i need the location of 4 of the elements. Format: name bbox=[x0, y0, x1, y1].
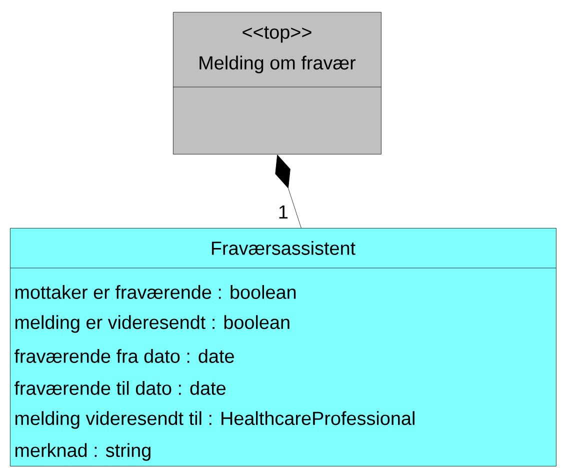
multiplicity-label: 1 bbox=[279, 206, 288, 218]
composition-connector bbox=[275, 154, 302, 228]
class-box: Fraværsassistent mottaker er fraværende : boolean melding er videresendt : boolean fraværende fra dato : date fraværende til dato : date melding videresendt til : HealthcareProfessional merknad : string bbox=[10, 228, 556, 466]
class-box: <<top>> Melding om fravær bbox=[172, 12, 382, 154]
